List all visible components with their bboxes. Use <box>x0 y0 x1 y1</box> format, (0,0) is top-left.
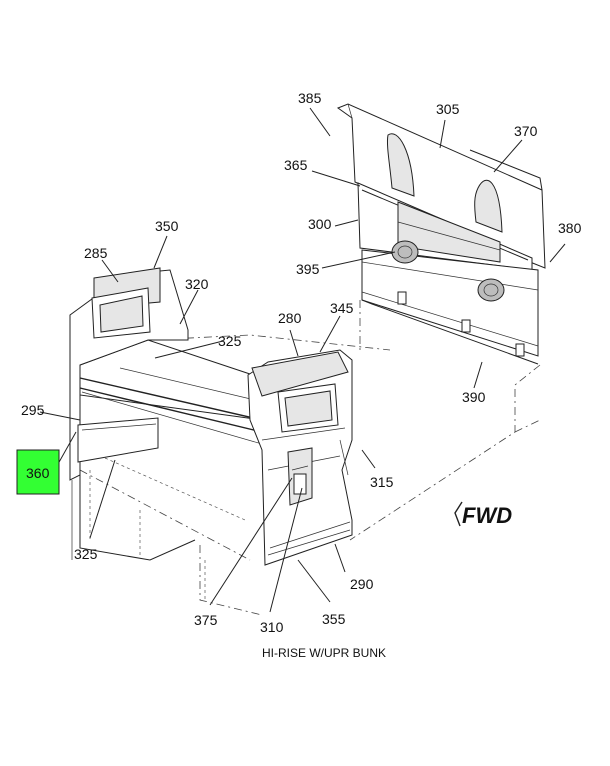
callout-350[interactable]: 350 <box>155 218 179 234</box>
callout-355[interactable]: 355 <box>322 611 346 627</box>
callout-325-upper[interactable]: 325 <box>218 333 242 349</box>
rear-wall-assembly <box>336 103 546 365</box>
callout-310[interactable]: 310 <box>260 619 284 635</box>
callout-360[interactable]: 360 <box>26 465 50 481</box>
rear-tab <box>515 343 525 357</box>
callout-300[interactable]: 300 <box>308 216 332 232</box>
rear-storage-panel <box>361 249 539 357</box>
callout-295[interactable]: 295 <box>21 402 45 418</box>
rear-knob-right <box>477 278 505 302</box>
callout-285[interactable]: 285 <box>84 245 108 261</box>
fwd-label: FWD <box>462 503 512 528</box>
callout-365[interactable]: 365 <box>284 157 308 173</box>
right-side-wall <box>247 349 353 566</box>
right-door-handle <box>293 473 307 495</box>
callout-345[interactable]: 345 <box>330 300 354 316</box>
bunk-floor-outline <box>79 300 541 616</box>
left-window <box>99 295 144 333</box>
rear-window-right <box>474 179 503 233</box>
callout-highlight-box[interactable] <box>16 449 60 495</box>
rear-knob-left <box>391 240 419 264</box>
callout-395[interactable]: 395 <box>296 261 320 277</box>
callout-315[interactable]: 315 <box>370 474 394 490</box>
rear-inner-window <box>397 201 501 263</box>
fwd-arrow-icon <box>454 501 463 527</box>
leader-lines <box>39 107 566 613</box>
callout-280[interactable]: 280 <box>278 310 302 326</box>
callout-305[interactable]: 305 <box>436 101 460 117</box>
rear-tab <box>397 291 407 305</box>
callout-385[interactable]: 385 <box>298 90 322 106</box>
callout-320[interactable]: 320 <box>185 276 209 292</box>
callout-labels: 385 305 370 365 300 380 395 390 350 285 … <box>21 90 582 635</box>
callout-325-lower[interactable]: 325 <box>74 546 98 562</box>
right-upper-cap <box>251 351 349 397</box>
callout-390[interactable]: 390 <box>462 389 486 405</box>
diagram-caption: HI-RISE W/UPR BUNK <box>262 646 386 660</box>
callout-375[interactable]: 375 <box>194 612 218 628</box>
right-window <box>284 390 333 427</box>
callout-290[interactable]: 290 <box>350 576 374 592</box>
rear-tab <box>461 319 471 333</box>
callout-370[interactable]: 370 <box>514 123 538 139</box>
callout-380[interactable]: 380 <box>558 220 582 236</box>
rear-window-left <box>387 133 415 197</box>
left-side-wall <box>69 267 196 561</box>
forward-indicator: FWD <box>454 501 512 528</box>
